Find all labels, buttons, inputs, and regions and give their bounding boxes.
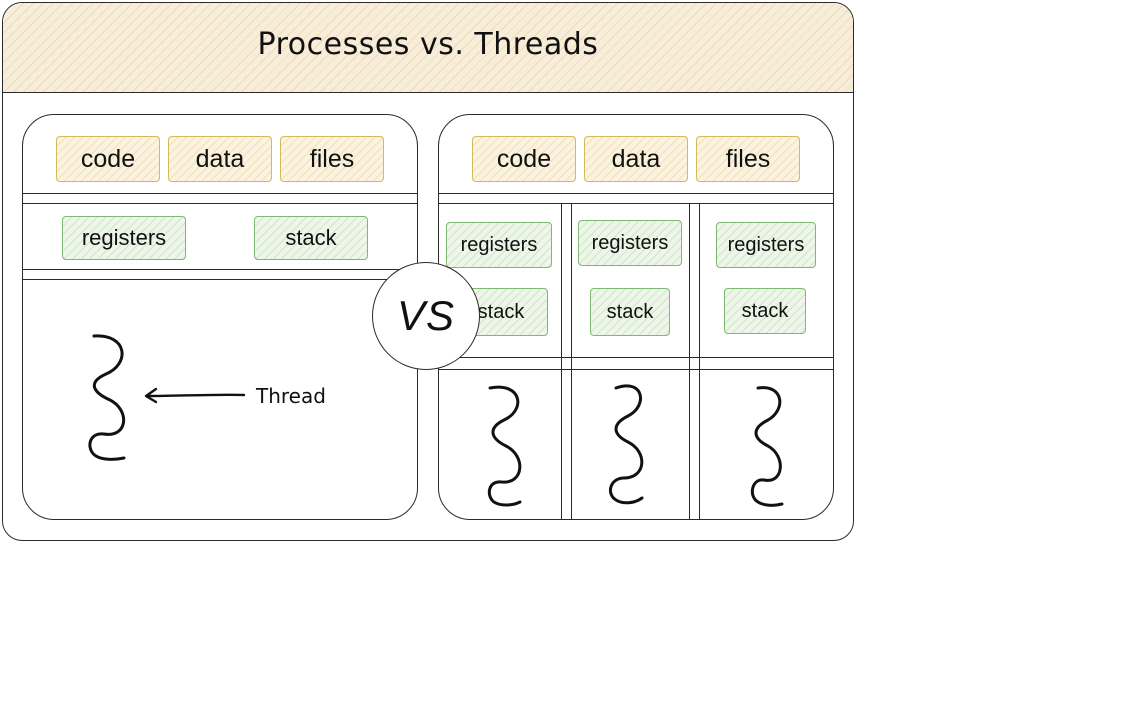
thread-squiggle-icon: [608, 384, 644, 505]
divider: [439, 193, 833, 194]
divider: [439, 357, 833, 358]
thread-squiggle-icon: [487, 385, 522, 507]
thread-squiggle-icon: [88, 334, 126, 461]
thread3-stack-chip: stack: [724, 288, 806, 334]
thread-squiggle-icon: [750, 386, 784, 507]
divider: [23, 203, 417, 204]
column-divider: [571, 203, 572, 519]
left-registers-chip: registers: [62, 216, 186, 260]
thread-label: Thread: [256, 384, 326, 408]
vs-badge: VS: [372, 262, 480, 370]
diagram-title: Processes vs. Threads: [257, 27, 599, 62]
thread2-stack-chip: stack: [590, 288, 670, 336]
thread1-registers-chip: registers: [446, 222, 552, 268]
column-divider: [699, 203, 700, 519]
vs-label: VS: [396, 292, 456, 339]
divider: [439, 369, 833, 370]
right-code-chip: code: [472, 136, 576, 182]
right-files-chip: files: [696, 136, 800, 182]
left-files-chip: files: [280, 136, 384, 182]
left-code-chip: code: [56, 136, 160, 182]
title-bar: Processes vs. Threads: [3, 3, 853, 93]
thread3-registers-chip: registers: [716, 222, 816, 268]
arrow-icon: [144, 387, 246, 404]
column-divider: [561, 203, 562, 519]
divider: [439, 203, 833, 204]
right-data-chip: data: [584, 136, 688, 182]
left-data-chip: data: [168, 136, 272, 182]
thread2-registers-chip: registers: [578, 220, 682, 266]
divider: [23, 279, 417, 280]
column-divider: [689, 203, 690, 519]
divider: [23, 269, 417, 270]
divider: [23, 193, 417, 194]
left-stack-chip: stack: [254, 216, 368, 260]
